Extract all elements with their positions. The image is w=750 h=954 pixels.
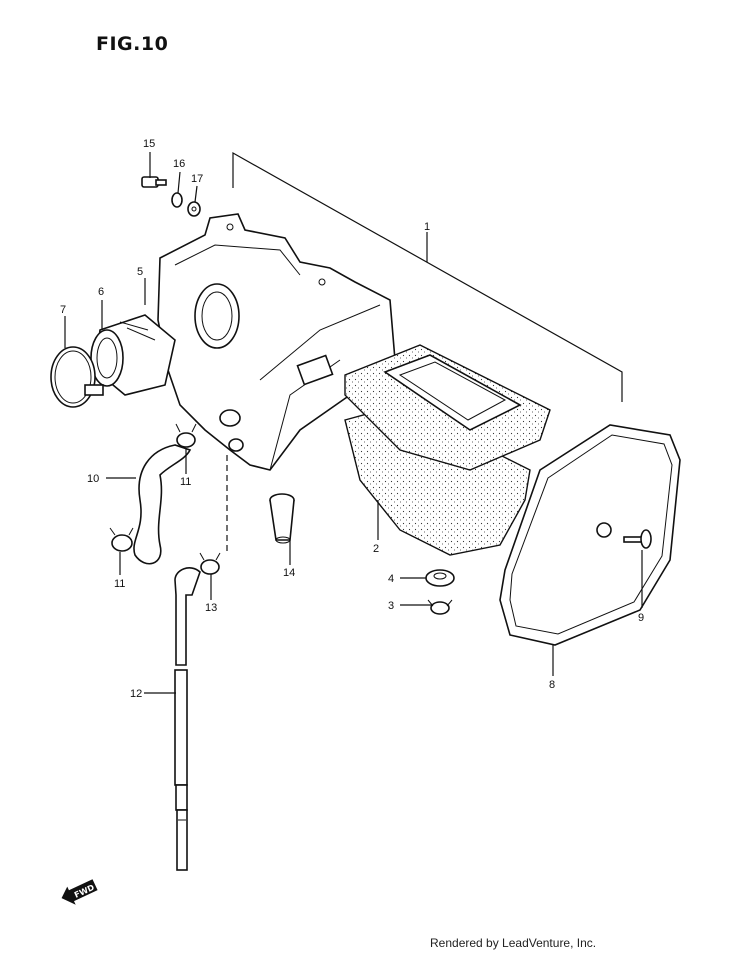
callout-5: 5 (137, 266, 143, 278)
figure-title: FIG.10 (96, 33, 169, 55)
clip-11-lower (109, 527, 134, 552)
callout-12: 12 (130, 688, 142, 700)
wing-nut-3 (427, 599, 453, 615)
leader-lines (64, 152, 643, 694)
callout-8: 8 (549, 679, 555, 691)
callout-6: 6 (98, 286, 104, 298)
callout-3: 3 (388, 600, 394, 612)
air-cleaner-element (344, 344, 551, 556)
assembly-bracket (232, 151, 623, 402)
callout-14: 14 (283, 567, 295, 579)
nut-17 (187, 201, 201, 217)
callout-4: 4 (388, 573, 394, 585)
drain-hose-10 (133, 444, 192, 565)
drain-plug-14 (269, 493, 295, 544)
air-cleaner-case (157, 213, 396, 471)
callout-11-lower: 11 (114, 578, 125, 590)
clamp-7 (50, 346, 104, 408)
clip-11-upper (175, 423, 197, 448)
callout-15: 15 (143, 138, 155, 150)
callout-2: 2 (373, 543, 379, 555)
callout-1: 1 (424, 221, 430, 233)
drain-hose-12 (174, 567, 201, 871)
callout-16: 16 (173, 158, 185, 170)
fwd-label: FWD (73, 883, 96, 900)
air-cleaner-cover (499, 424, 681, 646)
callout-17: 17 (191, 173, 203, 185)
clip-13 (199, 552, 221, 575)
callout-10: 10 (87, 473, 99, 485)
callout-labels: 1 2 3 4 5 6 7 8 9 10 11 11 12 13 14 15 1… (60, 138, 644, 700)
forward-arrow-icon: FWD (61, 879, 98, 905)
callout-13: 13 (205, 602, 217, 614)
callout-11-upper: 11 (180, 476, 191, 488)
credit-text: Rendered by LeadVenture, Inc. (430, 936, 597, 950)
bolt-15 (141, 176, 167, 188)
washer-16 (171, 192, 183, 208)
callout-7: 7 (60, 304, 66, 316)
callout-9: 9 (638, 612, 644, 624)
seal-4 (425, 569, 455, 587)
screw-9 (623, 529, 652, 549)
connecting-tube-6 (90, 314, 176, 396)
